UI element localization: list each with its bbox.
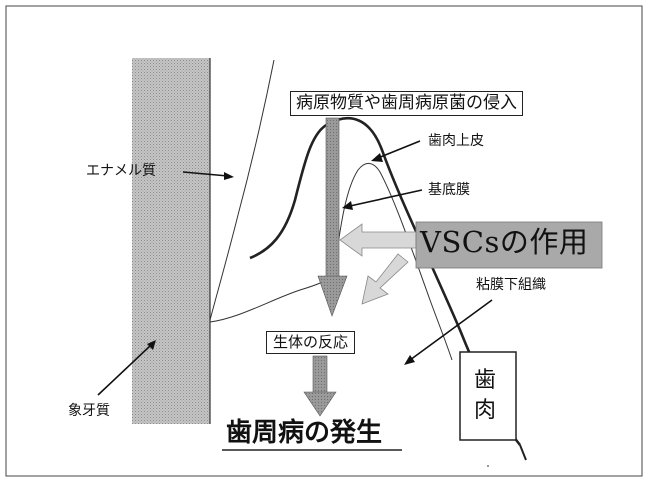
submucosa-pointer-line — [409, 299, 493, 361]
enamel-label: エナメル質 — [86, 163, 156, 179]
invasion-label: 病原物質や歯周病原菌の侵入 — [290, 91, 523, 116]
response-arrow-head — [303, 391, 337, 417]
basement-pointer-line — [349, 189, 423, 207]
invasion-arrow-head — [317, 275, 348, 317]
vsc-box-bg — [415, 221, 603, 269]
tissue-curve — [209, 274, 335, 323]
gingiva-edge — [519, 444, 527, 461]
dentin-label: 象牙質 — [68, 403, 110, 419]
dentin-pointer-line — [97, 345, 151, 396]
enamel-pointer-head — [224, 172, 234, 180]
slide-frame — [5, 5, 643, 477]
gingiva-box — [459, 351, 517, 441]
gingiva-label-line2: 肉 — [474, 398, 497, 423]
response-arrow-shaft — [312, 355, 328, 395]
dentin-region — [132, 58, 210, 424]
enamel-curve — [209, 59, 275, 321]
epithelium-pointer-head — [371, 153, 383, 162]
invasion-arrow-shaft — [325, 117, 340, 279]
gingiva-label-line1: 歯 — [474, 368, 497, 393]
epithelium-pointer-line — [377, 140, 421, 159]
submucosa-pointer-head — [404, 355, 415, 365]
epithelium-label: 歯肉上皮 — [428, 133, 484, 149]
vsc-action-label: VSCsの作用 — [420, 225, 589, 259]
enamel-pointer-line — [182, 171, 229, 177]
vsc-diagonal-arrow — [361, 253, 409, 305]
onset-label: 歯周病の発生 — [226, 418, 383, 448]
basement-membrane-curve — [333, 163, 453, 361]
dentin-pointer-head — [147, 340, 156, 350]
vsc-left-arrow — [339, 223, 417, 257]
submucosa-label: 粘膜下組織 — [476, 277, 546, 293]
basement-pointer-head — [342, 201, 353, 210]
host-response-label: 生体の反応 — [266, 331, 356, 354]
basement-membrane-label: 基底膜 — [428, 182, 470, 198]
stray-dot — [487, 465, 489, 467]
